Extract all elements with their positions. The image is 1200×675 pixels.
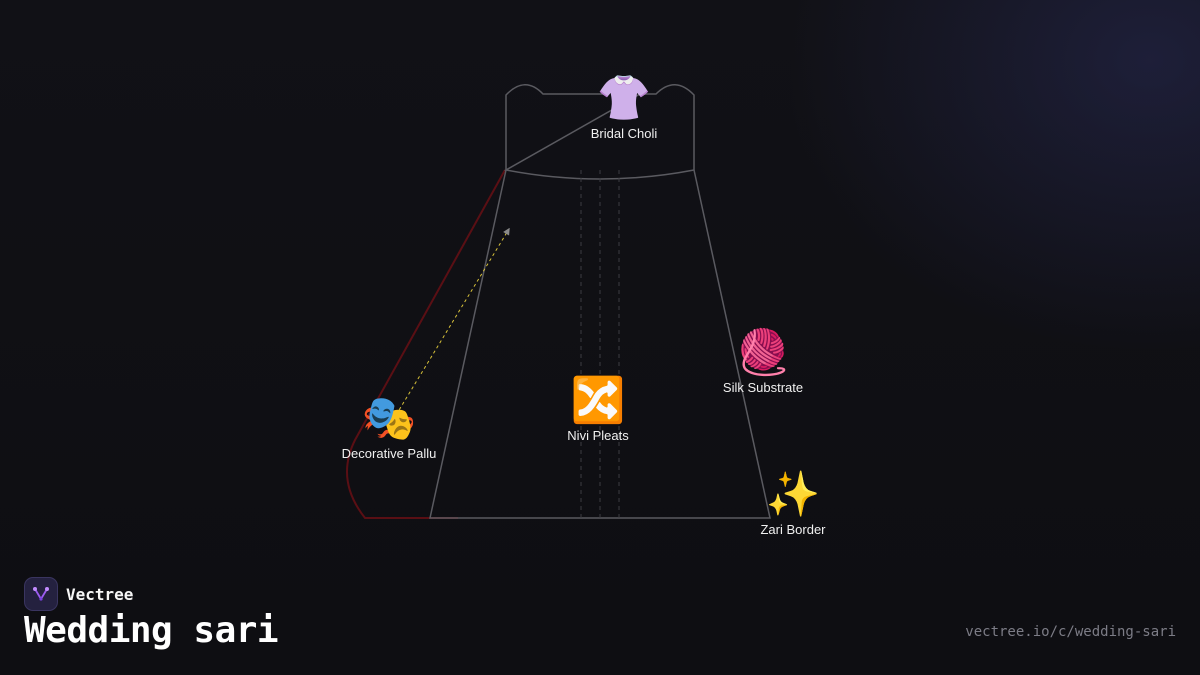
- vectree-logo-icon: [24, 577, 58, 611]
- skirt-outline: [429, 169, 771, 519]
- node-label: Nivi Pleats: [567, 428, 629, 443]
- node-label: Bridal Choli: [590, 126, 658, 141]
- node-nivi-pleats[interactable]: 🔀 Nivi Pleats: [567, 375, 629, 444]
- shuffle-icon: 🔀: [570, 375, 626, 426]
- blouse-icon: 👚: [596, 73, 652, 124]
- pallu-drape-edge: [346, 169, 506, 519]
- yarn-icon: 🧶: [735, 327, 791, 378]
- brand-name: Vectree: [66, 584, 134, 604]
- brand[interactable]: Vectree: [24, 577, 133, 611]
- node-zari-border[interactable]: ✨ Zari Border: [760, 469, 826, 538]
- node-silk-substrate[interactable]: 🧶 Silk Substrate: [722, 327, 804, 396]
- page-title: Wedding sari: [24, 610, 279, 651]
- node-label: Silk Substrate: [722, 380, 804, 395]
- node-decorative-pallu[interactable]: 🎭 Decorative Pallu: [341, 393, 437, 462]
- node-bridal-choli[interactable]: 👚 Bridal Choli: [590, 73, 658, 142]
- node-label: Zari Border: [760, 522, 826, 537]
- page-url[interactable]: vectree.io/c/wedding-sari: [965, 624, 1176, 640]
- sparkles-icon: ✨: [765, 469, 821, 520]
- pallu-drape-arrow: [392, 227, 510, 421]
- performing-arts-icon: 🎭: [361, 393, 417, 444]
- choli-outline: [503, 84, 695, 180]
- node-label: Decorative Pallu: [341, 446, 437, 461]
